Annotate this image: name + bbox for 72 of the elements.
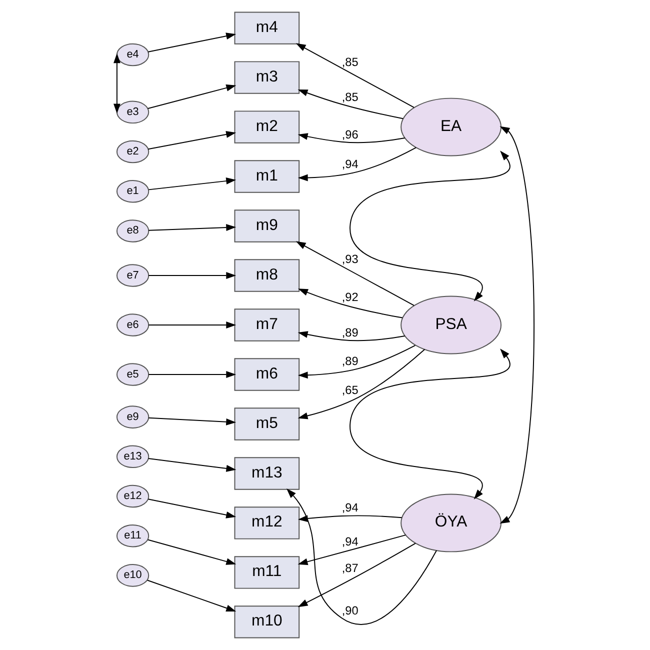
arrow: [147, 32, 236, 52]
node-ellipse: PSA: [400, 296, 502, 354]
node-box: m12: [234, 506, 300, 540]
arrow: [297, 331, 405, 342]
node-ellipse: e2: [116, 140, 149, 164]
edge-label: ,94: [341, 534, 358, 548]
arrow: [297, 89, 404, 120]
arrow: [148, 272, 236, 279]
node-ellipse: ÖYA: [400, 494, 502, 552]
arrow: [298, 288, 402, 318]
arrow: [146, 580, 236, 612]
arrow: [146, 84, 236, 109]
arrow: [499, 126, 534, 524]
node-box: m1: [234, 160, 300, 193]
edge-label: ,94: [341, 500, 358, 515]
node-box: m5: [234, 408, 300, 440]
edge-label: ,93: [341, 252, 358, 266]
edge-label: ,89: [341, 325, 358, 340]
edge-label: ,92: [341, 290, 358, 304]
node-ellipse: e13: [116, 445, 149, 468]
arrow: [297, 348, 425, 420]
arrow: [297, 534, 406, 566]
node-ellipse: e7: [116, 264, 149, 287]
edge-label: ,87: [341, 561, 358, 576]
arrow: [148, 322, 236, 328]
arrow: [146, 539, 236, 565]
edge-label: ,65: [341, 382, 358, 397]
edge-label: ,85: [341, 55, 358, 70]
node-box: m6: [234, 358, 300, 391]
arrow: [297, 147, 416, 182]
arrow: [147, 458, 236, 472]
node-ellipse: e5: [116, 363, 149, 386]
node-ellipse: EA: [400, 98, 502, 156]
arrow: [297, 133, 405, 144]
node-ellipse: e11: [116, 524, 149, 548]
node-box: m11: [234, 556, 300, 589]
edge-label: ,96: [341, 128, 358, 142]
node-box: m10: [234, 606, 300, 638]
arrow: [148, 178, 236, 190]
node-ellipse: e10: [116, 564, 149, 587]
node-box: m4: [234, 12, 300, 44]
edge-label: ,85: [341, 90, 358, 104]
node-ellipse: e3: [116, 100, 149, 124]
arrow: [349, 150, 510, 302]
edge-label: ,90: [341, 604, 358, 618]
arrow: [147, 131, 236, 150]
arrow: [148, 224, 236, 231]
arrow: [297, 542, 416, 608]
node-box: m9: [234, 210, 300, 242]
node-box: m2: [234, 110, 300, 144]
node-box: m7: [234, 308, 300, 342]
edge-label: ,89: [341, 354, 358, 368]
arrow: [147, 498, 236, 518]
node-ellipse: e12: [116, 484, 149, 508]
arrow: [148, 417, 236, 426]
node-box: m13: [234, 457, 300, 490]
node-ellipse: e9: [116, 406, 149, 428]
node-box: m3: [234, 61, 300, 94]
node-ellipse: e4: [116, 43, 149, 66]
node-ellipse: e1: [116, 180, 149, 203]
arrow: [295, 43, 414, 108]
arrow: [349, 348, 510, 500]
node-ellipse: e8: [116, 220, 149, 242]
edge-label: ,94: [341, 157, 358, 172]
node-ellipse: e6: [116, 314, 149, 336]
arrow: [148, 371, 236, 378]
node-box: m8: [234, 259, 300, 292]
arrow: [297, 515, 402, 522]
arrow: [113, 53, 120, 114]
arrow: [295, 241, 414, 306]
arrow: [297, 344, 416, 379]
arrow: [286, 488, 436, 625]
